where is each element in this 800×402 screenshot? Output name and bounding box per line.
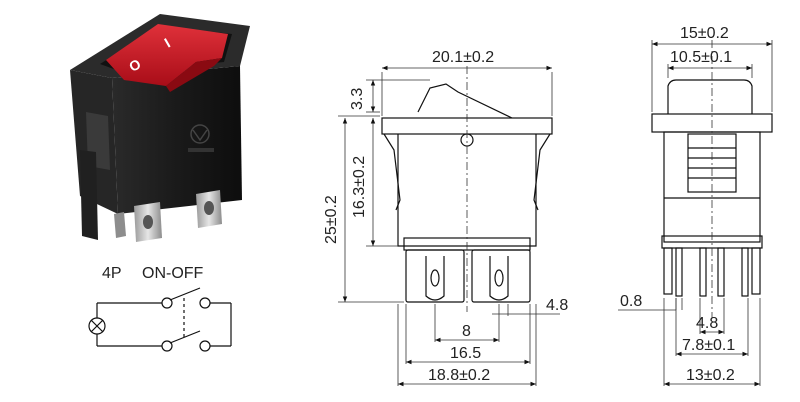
- dim-side-base-width: 13±0.2: [686, 367, 735, 384]
- dim-front-base-width: 18.8±0.2: [428, 367, 490, 384]
- mode-label: ON-OFF: [142, 265, 204, 282]
- dim-terminal-pitch: 8: [462, 323, 471, 340]
- dim-front-terminal-width: 4.8: [546, 297, 568, 314]
- dim-body-height: 16.3±0.2: [351, 156, 368, 218]
- dim-terminal-thickness: 0.8: [620, 293, 642, 310]
- front-view: 20.1±0.2 3.3 16.3±0.2 25±0.2 4.8 8 16.5 …: [323, 49, 568, 387]
- schematic: 4P ON-OFF: [88, 265, 232, 352]
- rocker-red: [106, 24, 228, 86]
- pins-label: 4P: [102, 265, 122, 282]
- switch-photo: I O: [70, 14, 250, 242]
- brand-logo: [190, 124, 210, 144]
- dim-side-terminal-span: 7.8±0.1: [682, 337, 735, 354]
- rocker-on-mark: I: [162, 35, 173, 51]
- side-view: 15±0.2 10.5±0.1 0.8 4.8 7.8±0.1 13±0.2: [618, 25, 773, 387]
- dim-side-rocker-width: 10.5±0.1: [670, 49, 732, 66]
- dim-side-terminal-width: 4.8: [696, 315, 718, 332]
- dim-terminal-span: 16.5: [450, 345, 481, 362]
- dim-front-top-width: 20.1±0.2: [432, 49, 494, 66]
- dim-rocker-height: 3.3: [349, 88, 366, 110]
- dim-side-top-width: 15±0.2: [680, 25, 729, 42]
- dim-total-height: 25±0.2: [323, 195, 340, 244]
